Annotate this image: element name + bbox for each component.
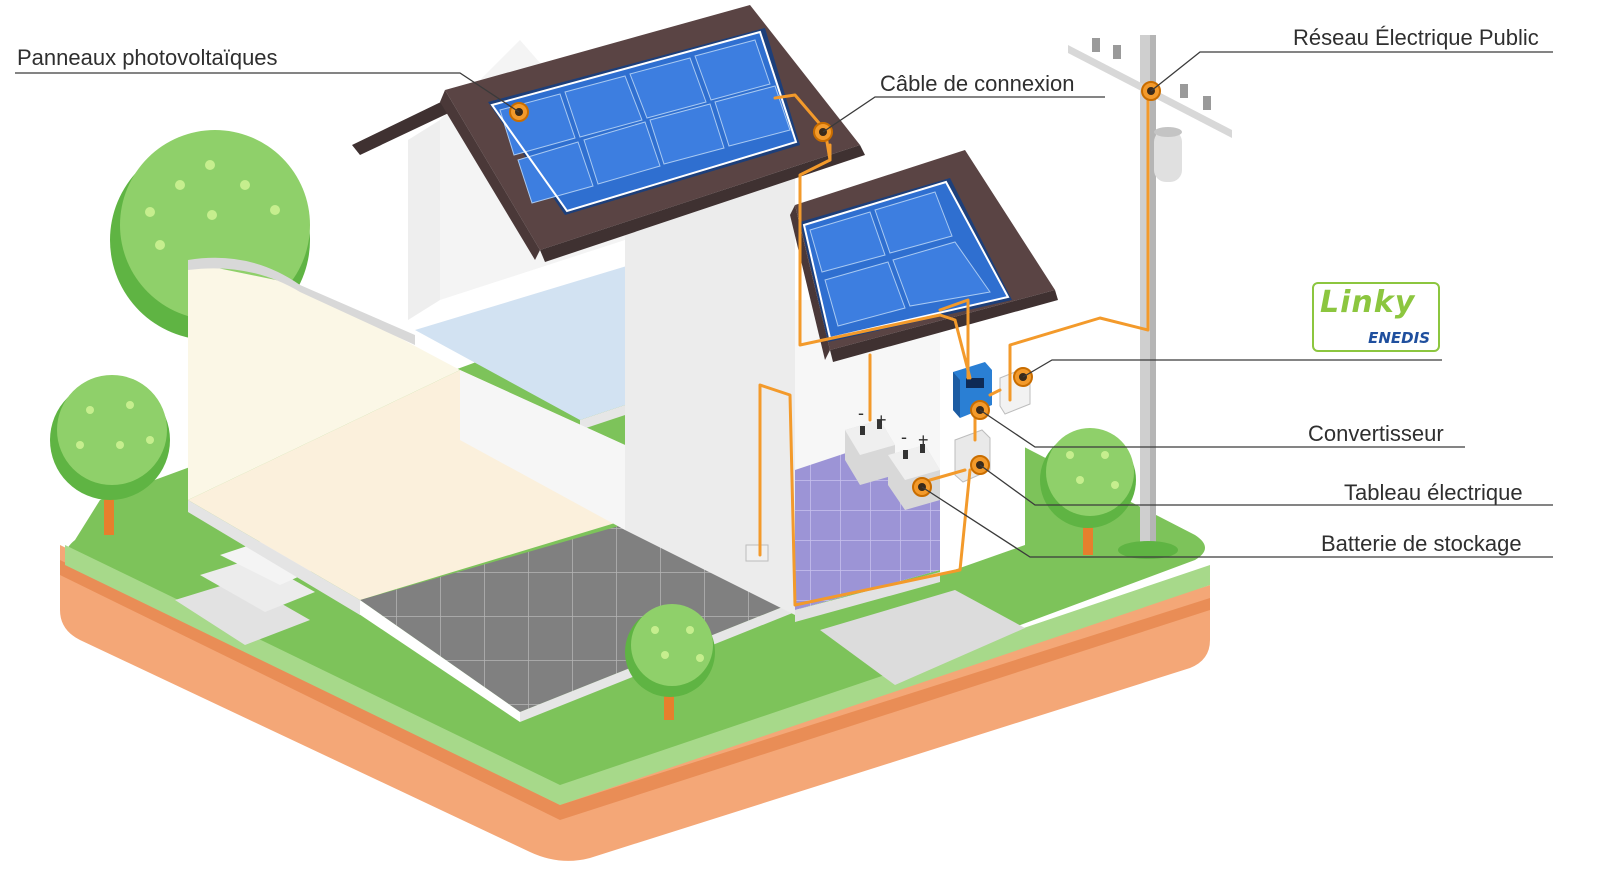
annex-roof-panel-array [800, 178, 1012, 342]
label-connection-cable: Câble de connexion [880, 71, 1075, 96]
wall-socket [745, 544, 769, 562]
leader-cable [822, 96, 1105, 133]
leader-panels [15, 72, 520, 113]
leader-grid [1150, 51, 1553, 92]
label-solar-panels: Panneaux photovoltaïques [17, 45, 278, 70]
label-public-grid: Réseau Électrique Public [1293, 25, 1539, 50]
linky-enedis-logo: Linky ENEDIS [1312, 282, 1440, 352]
label-converter: Convertisseur [1308, 421, 1444, 446]
main-roof-panel-array [488, 28, 800, 215]
battery-plus-sign-1: + [876, 410, 887, 430]
leader-lines [15, 51, 1553, 558]
leader-battery [921, 486, 1553, 558]
battery-minus-sign-1: - [858, 403, 864, 423]
leader-board [979, 464, 1553, 506]
grass-edge [65, 545, 1210, 805]
soil-layer [60, 545, 1210, 861]
terrace-edge [350, 600, 520, 722]
tree-right [1040, 428, 1136, 555]
left-wing-wall-cap [188, 257, 415, 345]
enedis-logo-text: ENEDIS [1368, 329, 1430, 347]
tree-front-center [625, 604, 715, 720]
gable-wall [408, 120, 440, 320]
battery-minus-sign-2: - [901, 427, 907, 447]
left-wing-back-wall [188, 262, 460, 500]
battery-plus-sign-2: + [918, 430, 929, 450]
leader-linky [1022, 359, 1442, 378]
pole-insulators [1092, 38, 1211, 110]
left-wing-front-wall [188, 500, 360, 615]
linky-logo-text: Linky [1320, 285, 1416, 320]
label-electrical-board: Tableau électrique [1344, 480, 1523, 505]
annex-front-edge [795, 572, 940, 622]
terrace-tiles [360, 520, 800, 712]
label-storage-battery: Batterie de stockage [1321, 531, 1522, 556]
inner-wall [625, 175, 795, 615]
leader-converter [979, 409, 1465, 448]
lower-room-wall [460, 370, 625, 530]
side-walkway [820, 590, 1025, 685]
tree-front-left [50, 375, 170, 535]
